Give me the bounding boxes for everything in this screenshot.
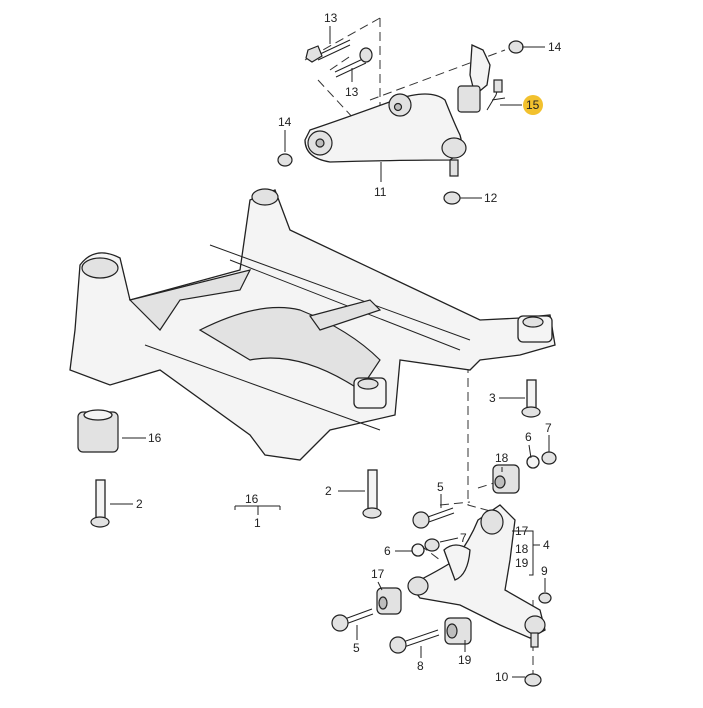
callout-12-nut: 12 — [484, 191, 498, 205]
callout-16-mount: 16 — [148, 431, 162, 445]
bolt-13 — [305, 39, 373, 78]
callout-18-bushing-upper: 18 — [495, 451, 509, 465]
callout-2-bolt-left: 2 — [136, 497, 143, 511]
bushing-17 — [376, 587, 402, 615]
callout-labels: 13 13 14 14 15 11 12 3 6 7 18 16 2 16 1 … — [136, 11, 562, 684]
callout-15-sensor[interactable]: 15 — [526, 98, 540, 112]
callout-19-bushing: 19 — [515, 556, 529, 570]
subframe-mount-16 — [77, 409, 119, 453]
callout-10-nut: 10 — [495, 670, 509, 684]
callout-13-bolt-upper: 13 — [324, 11, 338, 25]
bolt-2-center — [362, 469, 382, 519]
callout-15-highlight[interactable] — [523, 95, 543, 115]
bolt-3 — [521, 379, 541, 418]
callout-11-upper-arm: 11 — [374, 185, 387, 199]
upper-control-arm — [304, 93, 467, 177]
callout-17-bushing-lower: 17 — [371, 567, 385, 581]
callout-9-nut: 9 — [541, 564, 548, 578]
callout-18-bushing: 18 — [515, 542, 529, 556]
callout-4-lower-arm: 4 — [543, 538, 550, 552]
subframe — [69, 188, 556, 461]
bushing-19 — [444, 617, 472, 645]
callout-7-nut-lower: 7 — [460, 531, 467, 545]
callout-6-washer-lower: 6 — [384, 544, 391, 558]
callout-1-subframe-assembly: 1 — [254, 516, 261, 530]
callout-13-bolt-lower: 13 — [345, 85, 359, 99]
callout-16-subframe: 16 — [245, 492, 259, 506]
callout-6-washer-upper: 6 — [525, 430, 532, 444]
callout-5-bolt-lower: 5 — [353, 641, 360, 655]
lower-control-arm — [407, 504, 546, 648]
level-sensor-15 — [457, 44, 506, 113]
bolt-2-left — [90, 479, 110, 528]
bolts-5-8 — [331, 507, 455, 654]
callout-2-bolt-center: 2 — [325, 484, 332, 498]
bushing-18 — [492, 464, 520, 494]
callout-19-bushing-lower: 19 — [458, 653, 472, 667]
callout-17-bushing: 17 — [515, 524, 529, 538]
callout-7-nut-upper: 7 — [545, 421, 552, 435]
callout-5-bolt-upper: 5 — [437, 480, 444, 494]
callout-8-bolt: 8 — [417, 659, 424, 673]
callout-3-bolt: 3 — [489, 391, 496, 405]
leader-lines — [110, 26, 550, 678]
callout-14-nut-left: 14 — [278, 115, 292, 129]
callout-14-nut-right: 14 — [548, 40, 562, 54]
